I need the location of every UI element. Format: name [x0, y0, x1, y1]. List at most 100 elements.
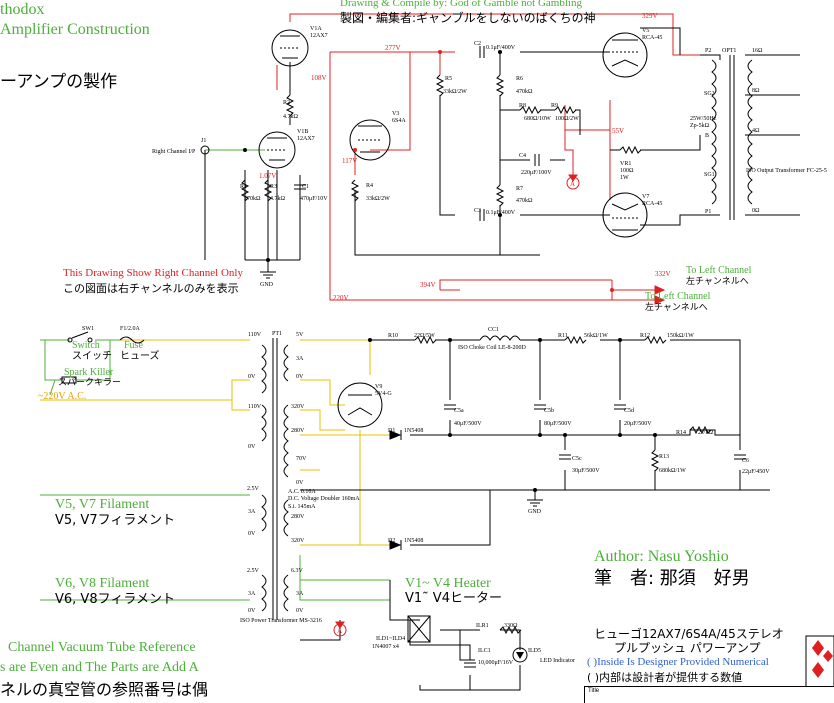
p2-label: P2	[705, 48, 711, 54]
volt-220: 220V	[333, 294, 349, 302]
v9-label: V9	[375, 384, 382, 390]
ref-line-2: s are Even and The Parts are Add A	[0, 660, 199, 675]
to-left-2-en: To Left Channel	[645, 291, 711, 302]
switch-fuse	[61, 331, 145, 384]
tap-3a4: 3A	[296, 591, 304, 597]
ac-spec-3: S.i. 145mA	[288, 504, 316, 510]
tap-70: 70V	[296, 456, 307, 462]
page-title: ーアンプの製作	[0, 72, 118, 92]
credit-jp: 製図・編集者:ギャンブルをしないのばくちの神	[340, 11, 596, 25]
title-line-1: ヒューゴ12AX7/6S4A/45ステレオ	[594, 627, 784, 641]
out-0: 0Ω	[752, 208, 760, 214]
volt-329: 329V	[642, 12, 658, 20]
to-left-2-jp: 左チャンネルへ	[645, 303, 708, 313]
switch-jp: スイッチ	[72, 351, 112, 362]
v3-label: V3	[392, 111, 399, 117]
fil68-jp: V6, V8フィラメント	[55, 592, 175, 607]
opt-imp: 25W/50Hz	[690, 116, 717, 122]
r8-value: 680Ω/10W	[524, 116, 551, 122]
tap-280b: 280V	[291, 514, 305, 520]
credit-en: Drawing & Compile by: God of Gamble not …	[340, 0, 582, 9]
r11-value: 56kΩ/1W	[584, 333, 608, 339]
title-note-jp: ( )内部は設計者が提供する数値	[587, 671, 743, 684]
fil57-en: V5, V7 Filament	[55, 497, 150, 512]
tap-0a: 0V	[248, 374, 256, 380]
spark-en: Spark Killer	[64, 367, 114, 378]
tap-5v: 5V	[296, 332, 304, 338]
junction-dots	[243, 50, 657, 492]
ac-spec-2: D.C. Voltage Doubler 160mA	[288, 496, 360, 502]
c5b-value: 80μF/500V	[544, 421, 572, 427]
cc1-label: CC1	[488, 327, 499, 333]
tap-25b: 2.5V	[247, 568, 260, 574]
switch-en: Switch	[72, 340, 100, 351]
c5d-label: C5d	[624, 408, 634, 414]
part-labels: V1A 12AX7 V1B 12AX7 V3 6S4A V5 RCA-45 V7…	[82, 26, 827, 666]
r14-value: 2.7kΩ	[698, 430, 714, 436]
v5-type: RCA-45	[642, 35, 662, 41]
r1-label: R1	[240, 184, 247, 190]
r10-label: R10	[388, 333, 398, 339]
ilr1-label: ILR1	[476, 623, 489, 629]
ild5-value: LED Indicator	[540, 658, 575, 664]
title-box-label: Title	[588, 688, 600, 694]
tap-0f: 0V	[248, 608, 256, 614]
power-transformer	[261, 338, 289, 620]
v1a-label: V1A	[310, 26, 322, 32]
tube-envelopes	[258, 29, 648, 428]
ild-value: 1N4007 x4	[372, 644, 399, 650]
input-label: Right Channel I/P	[152, 149, 196, 155]
v3-type: 6S4A	[392, 118, 406, 124]
c5b-label: C5b	[544, 408, 554, 414]
sg1-label: SG1	[704, 172, 715, 178]
spark-jp: スパークキラー	[58, 378, 122, 388]
c2-value: 0.1μF/400V	[486, 45, 516, 51]
opt1-label: OPT1	[722, 48, 736, 54]
ild-label: ILD1~ILD4	[376, 636, 405, 642]
ground-symbols	[260, 271, 543, 507]
v1b-label: V1B	[297, 129, 308, 135]
tap-0d: 0V	[296, 480, 304, 486]
r2-label: R2	[283, 100, 290, 106]
title-box: Title	[584, 686, 834, 703]
r14-label: R14	[676, 430, 686, 436]
gnd-label-1: GND	[260, 282, 274, 288]
right-only-en: This Drawing Show Right Channel Only	[63, 267, 243, 279]
a-markers	[333, 176, 580, 637]
diodes	[389, 430, 431, 643]
input-jack	[200, 145, 210, 155]
v7-type: RCA-45	[642, 201, 662, 207]
tap-0g: 0V	[296, 608, 304, 614]
c2-label: C2	[474, 41, 481, 47]
p1-label: P1	[705, 209, 711, 215]
b-label: B	[705, 133, 709, 139]
r11-label: R11	[558, 333, 568, 339]
c4-value: 220μF/100V	[521, 170, 552, 176]
marker-a-1: A	[570, 180, 575, 188]
d1-value: 1N5408	[404, 428, 423, 434]
d2-label: D2	[388, 538, 395, 544]
j1-label: J1	[201, 138, 206, 144]
vr1-watt: 1W	[620, 175, 629, 181]
ref-line-jp: ネルの真空管の参照番号は偶	[0, 680, 209, 699]
tap-3a3: 3A	[248, 591, 256, 597]
tap-25a: 2.5V	[247, 486, 260, 492]
r13-label: R13	[659, 454, 669, 460]
tap-320a: 320V	[291, 404, 305, 410]
right-only-jp: この図面は右チャンネルのみを表示	[63, 282, 239, 295]
author-en: Author: Nasu Yoshio	[594, 548, 729, 565]
v1b-type: 12AX7	[297, 136, 315, 142]
ilc1-value: 10,000μF/16V	[478, 660, 514, 666]
ilc1-label: ILC1	[478, 648, 491, 654]
volt-117: 117V	[342, 157, 357, 165]
fuse-en: Fuse	[124, 340, 143, 351]
r1-value: 270kΩ	[244, 196, 261, 202]
volt-108: 108V	[311, 74, 327, 82]
r12-value: 150kΩ/1W	[667, 333, 694, 339]
output-transformer	[711, 55, 753, 220]
out-4: 4Ω	[752, 128, 760, 134]
c5a-value: 40μF/500V	[454, 421, 482, 427]
r7-value: 470kΩ	[516, 198, 533, 204]
volt-332: 332V	[655, 270, 671, 278]
